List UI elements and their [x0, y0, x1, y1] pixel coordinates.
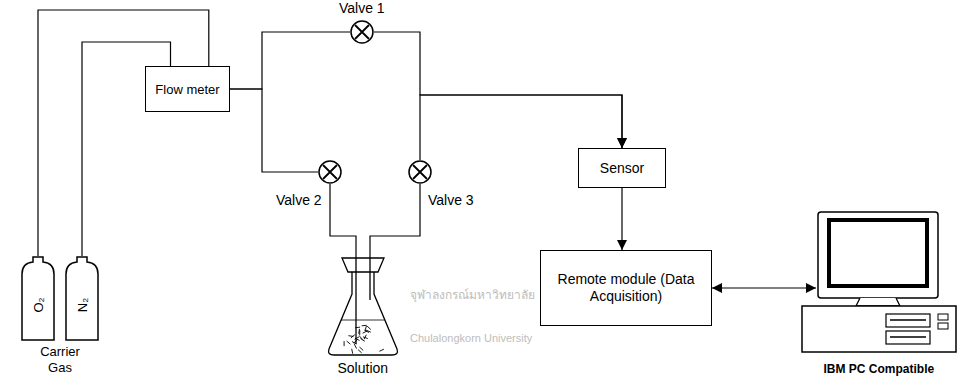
oxygen-cylinder: O₂ — [20, 256, 56, 340]
gas-name: N₂ — [74, 298, 91, 312]
valve-label: Valve 2 — [276, 192, 322, 209]
pipe-connector — [230, 89, 318, 172]
flow-meter-box: Flow meter — [145, 66, 230, 112]
box-label: Remote module (Data Acquisition) — [556, 271, 696, 305]
valve-symbol: Valve 2 — [318, 160, 342, 184]
nitrogen-cylinder: N₂ — [64, 256, 100, 340]
flask-label: Solution — [338, 360, 389, 377]
valve-symbol — [318, 160, 342, 184]
pipe-connector — [374, 32, 622, 148]
valve-label: Valve 3 — [428, 192, 474, 209]
watermark-text: จุฬาลงกรณ์มหาวิทยาลัย — [410, 288, 535, 303]
gas-name: O₂ — [30, 297, 47, 312]
pipe-connector — [370, 184, 420, 258]
data-acquisition-box: Remote module (Data Acquisition) — [540, 250, 712, 326]
pipe-connector — [621, 188, 622, 250]
pipe-connector — [230, 32, 350, 89]
box-label: Flow meter — [155, 81, 219, 98]
box-label: Sensor — [600, 160, 644, 177]
solution-flask: Solution — [325, 258, 401, 356]
carrier-gas-label: Carrier Gas — [30, 344, 90, 376]
pipe-connector — [712, 287, 816, 288]
sensor-box: Sensor — [578, 148, 666, 188]
pipe-connector — [330, 184, 356, 258]
watermark-text: Chulalongkorn University — [410, 331, 532, 345]
computer-label: IBM PC Compatible — [824, 362, 935, 377]
valve-symbol — [408, 160, 432, 184]
pipe-connector — [38, 10, 209, 256]
flask-figure — [325, 258, 401, 356]
computer-figure — [800, 210, 958, 358]
valve-symbol — [350, 20, 374, 44]
computer-figure: IBM PC Compatible — [800, 210, 958, 358]
valve-label: Valve 1 — [339, 0, 385, 17]
valve-symbol: Valve 3 — [408, 160, 432, 184]
valve-symbol: Valve 1 — [350, 20, 374, 44]
